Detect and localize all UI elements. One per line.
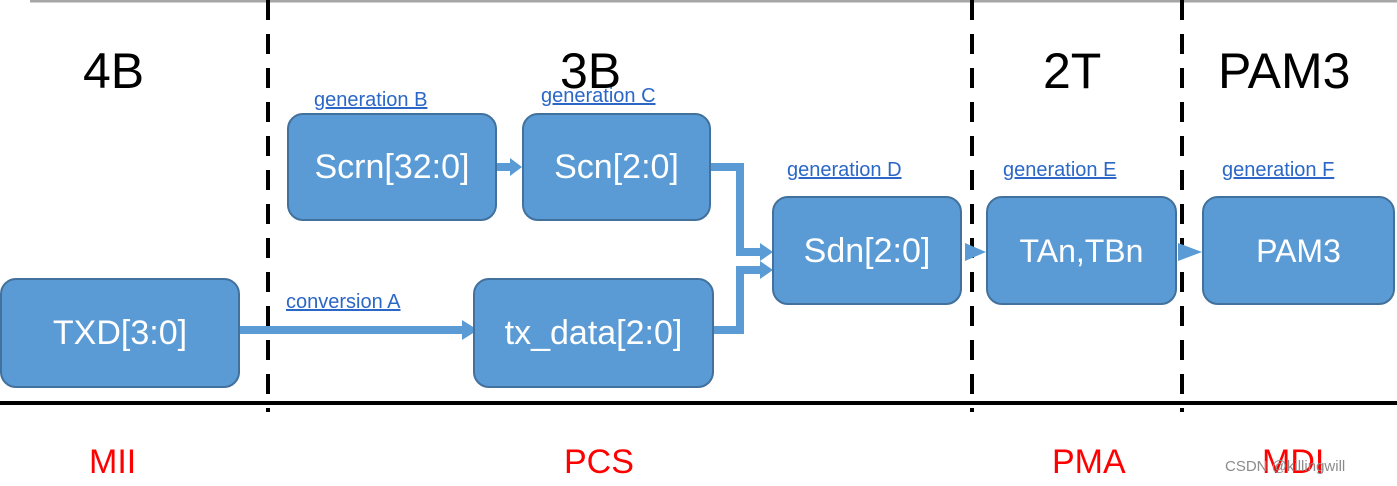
node-txd: TXD[3:0] [0, 278, 240, 388]
arrowheads [462, 158, 1202, 340]
node-pam3-label: PAM3 [1256, 232, 1341, 269]
arrow-txdata-to-sdn [714, 266, 762, 334]
step-conversion-a[interactable]: conversion A [286, 291, 401, 313]
arrowhead [462, 320, 478, 340]
arrow-scn-to-sdn [711, 163, 762, 256]
node-scrn-label: Scrn[32:0] [314, 148, 470, 186]
step-generation-e[interactable]: generation E [1003, 159, 1117, 181]
step-generation-c[interactable]: generation C [541, 85, 656, 107]
node-txd-label: TXD[3:0] [52, 314, 188, 352]
step-generation-b[interactable]: generation B [314, 89, 428, 111]
node-sdn-label: Sdn[2:0] [803, 231, 931, 270]
layer-label-mii: MII [89, 443, 137, 481]
step-generation-f[interactable]: generation F [1222, 159, 1335, 181]
layer-label-pcs: PCS [564, 443, 634, 481]
section-title-pma: 2T [1043, 43, 1102, 99]
arrowhead [1178, 243, 1202, 261]
connectors [238, 163, 762, 334]
node-tan-tbn-label: TAn,TBn [1019, 232, 1144, 269]
step-generation-d[interactable]: generation D [787, 159, 902, 181]
arrowhead [760, 243, 773, 261]
section-title-mdi: PAM3 [1218, 43, 1351, 99]
node-scn: Scn[2:0] [522, 113, 711, 221]
node-pam3: PAM3 [1202, 196, 1395, 305]
node-scn-label: Scn[2:0] [554, 148, 679, 186]
layer-label-mdi: MDI [1262, 443, 1325, 481]
node-tx-data: tx_data[2:0] [473, 278, 714, 388]
section-title-mii: 4B [83, 43, 145, 99]
node-tx-data-label: tx_data[2:0] [504, 314, 683, 352]
node-scrn: Scrn[32:0] [287, 113, 497, 221]
watermark-text: CSDN @killingwill [1225, 458, 1346, 475]
node-sdn: Sdn[2:0] [772, 196, 962, 305]
section-title-pcs: 3B [560, 43, 622, 99]
layer-label-pma: PMA [1052, 443, 1126, 481]
node-tan-tbn: TAn,TBn [986, 196, 1177, 305]
arrowhead [510, 158, 522, 176]
arrowhead [760, 261, 773, 279]
arrowhead [965, 243, 986, 261]
